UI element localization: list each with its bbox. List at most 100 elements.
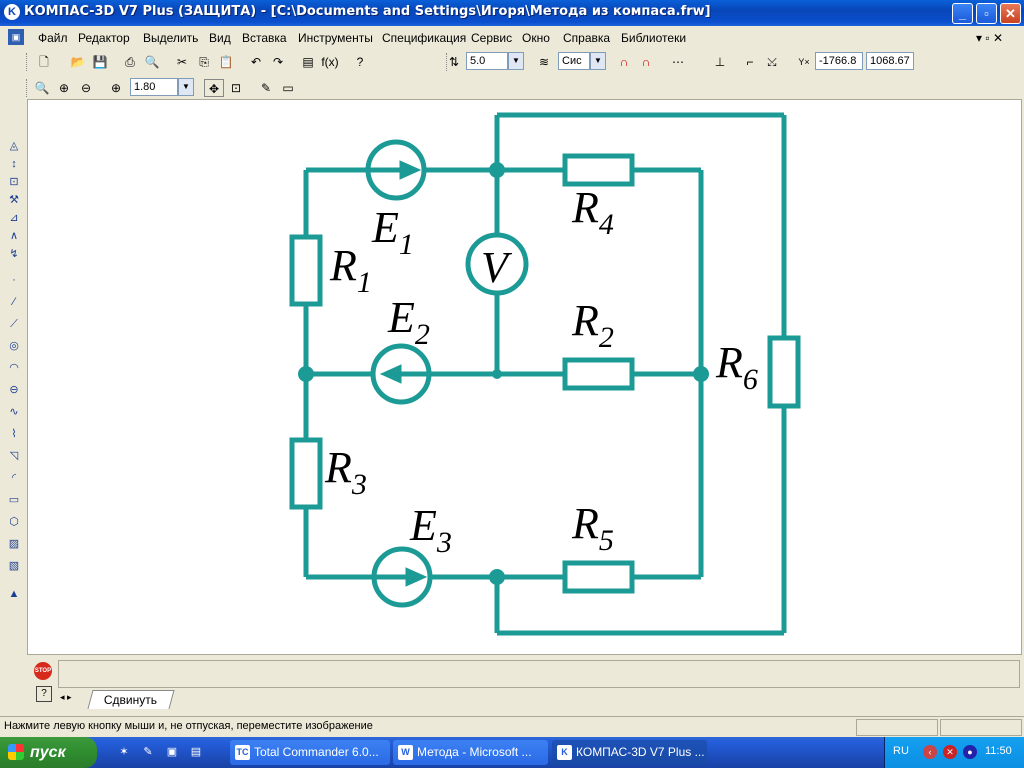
quicklaunch-desktop-icon[interactable]: ▣ — [166, 746, 178, 758]
tray-antivirus-icon[interactable]: ● — [963, 745, 977, 759]
hatch-icon[interactable]: ▨ — [8, 538, 20, 550]
task-total-commander[interactable]: TC Total Commander 6.0... — [230, 740, 390, 765]
point-icon[interactable]: · — [12, 274, 16, 286]
context-help-icon[interactable]: ? — [356, 55, 364, 69]
zoom-out-icon[interactable]: ⊖ — [80, 81, 92, 95]
dimensions-panel-icon[interactable]: ↕ — [11, 158, 17, 170]
menu-libraries[interactable]: Библиотеки — [621, 31, 687, 45]
new-file-icon[interactable]: 🗋 — [39, 55, 49, 69]
copy-icon[interactable]: ⎘ — [199, 55, 209, 69]
redraw-icon[interactable]: ✎ — [260, 81, 272, 95]
pan-icon[interactable]: ✥ — [204, 79, 224, 97]
zoom-scale-icon[interactable]: ⊕ — [110, 81, 122, 95]
paste-icon[interactable]: 📋 — [218, 55, 234, 69]
auxiliary-line-icon[interactable]: ∕ — [13, 296, 15, 308]
select-icon[interactable]: ↯ — [9, 248, 19, 260]
cut-icon[interactable]: ✂ — [176, 55, 188, 69]
ellipse-icon[interactable]: ⊖ — [9, 384, 19, 396]
segment-icon[interactable]: ⟋ — [10, 318, 18, 330]
chamfer-icon[interactable]: ◹ — [9, 450, 19, 462]
layers-icon[interactable]: ▭ — [282, 81, 294, 95]
measure-icon[interactable]: ∧ — [9, 230, 19, 242]
e3-arrow-head — [405, 567, 428, 587]
round-icon[interactable]: ⤩ — [767, 55, 777, 69]
menu-view[interactable]: Вид — [209, 31, 231, 45]
manager-icon[interactable]: ▤ — [302, 55, 314, 69]
symbols-panel-icon[interactable]: ⊡ — [9, 176, 19, 188]
line-width-field[interactable]: 5.0 — [466, 52, 508, 70]
kompas-app-icon[interactable]: K — [4, 4, 20, 20]
task-kompas[interactable]: K КОМПАС-3D V7 Plus ... — [552, 740, 707, 765]
toolbar-grip[interactable] — [446, 53, 450, 71]
toolbar-grip[interactable] — [26, 53, 30, 71]
label-e1-sub: 1 — [399, 228, 414, 261]
document-icon[interactable]: ▣ — [8, 29, 24, 45]
quicklaunch-runner-icon[interactable]: ✶ — [119, 746, 129, 758]
snap-settings-icon[interactable]: ∩ — [641, 55, 651, 69]
polyline-icon[interactable]: ⌇ — [11, 428, 17, 440]
quicklaunch-pencil-icon[interactable]: ✎ — [143, 746, 153, 758]
print-icon[interactable]: ⎙ — [125, 55, 135, 69]
show-all-icon[interactable]: ⊡ — [230, 81, 242, 95]
fill-icon[interactable]: ▧ — [8, 560, 20, 572]
circle-icon[interactable]: ◎ — [9, 340, 19, 352]
function-icon[interactable]: f(x) — [321, 55, 339, 69]
menu-specification[interactable]: Спецификация — [382, 31, 467, 45]
junction-left — [298, 366, 314, 382]
menu-editor[interactable]: Редактор — [78, 31, 130, 45]
arc-icon[interactable]: ◠ — [9, 362, 19, 374]
redo-icon[interactable]: ↷ — [272, 55, 284, 69]
ortho-icon[interactable]: ⌐ — [746, 55, 754, 69]
edit-panel-icon[interactable]: ⚒ — [9, 194, 19, 206]
style-dropdown[interactable]: ▼ — [590, 52, 606, 70]
menu-help[interactable]: Справка — [563, 31, 611, 45]
polygon-icon[interactable]: ⬡ — [9, 516, 19, 528]
coord-y-field[interactable]: 1068.67 — [866, 52, 914, 70]
zoom-field[interactable]: 1.80 — [130, 78, 178, 96]
zoom-window-icon[interactable]: 🔍 — [34, 81, 50, 95]
menu-tools[interactable]: Инструменты — [298, 31, 373, 45]
tab-pan[interactable]: Сдвинуть — [87, 690, 175, 709]
open-folder-icon[interactable]: 📂 — [70, 55, 86, 69]
save-icon[interactable]: 💾 — [92, 55, 108, 69]
local-cs-icon[interactable]: ⊥ — [714, 55, 726, 69]
drawing-canvas[interactable]: V E1 E2 E3 R1 R2 R3 R4 R5 R6 — [27, 99, 1022, 655]
close-button[interactable]: ✕ — [1000, 3, 1021, 24]
menu-service[interactable]: Сервис — [471, 31, 513, 45]
resistor-r5 — [562, 560, 635, 594]
menu-window[interactable]: Окно — [522, 31, 550, 45]
tray-close-icon[interactable]: ✕ — [943, 745, 957, 759]
geometry-panel-icon[interactable]: ◬ — [9, 140, 19, 152]
coord-x-field[interactable]: -1766.8 — [815, 52, 863, 70]
menu-select[interactable]: Выделить — [143, 31, 199, 45]
spline-icon[interactable]: ∿ — [9, 406, 19, 418]
quicklaunch-save-icon[interactable]: ▤ — [190, 746, 202, 758]
start-button[interactable]: пуск — [0, 737, 97, 768]
zoom-in-icon[interactable]: ⊕ — [58, 81, 70, 95]
help-icon[interactable]: ? — [36, 686, 52, 702]
zoom-dropdown[interactable]: ▼ — [178, 78, 194, 96]
task-word[interactable]: W Метода - Microsoft ... — [393, 740, 548, 765]
undo-icon[interactable]: ↶ — [250, 55, 262, 69]
stop-icon[interactable]: STOP — [34, 662, 52, 680]
voltmeter — [465, 232, 529, 296]
snap-magnet-icon[interactable]: ∩ — [619, 55, 629, 69]
tray-back-icon[interactable]: ‹ — [923, 745, 937, 759]
language-indicator[interactable]: RU — [893, 745, 909, 757]
rectangle-icon[interactable]: ▭ — [8, 494, 20, 506]
maximize-button[interactable]: ▫ — [976, 3, 997, 24]
toolbar-grip[interactable] — [26, 79, 30, 97]
scroll-up-icon[interactable]: ▲ — [8, 588, 20, 600]
minimize-button[interactable]: _ — [952, 3, 973, 24]
style-field[interactable]: Сис — [558, 52, 590, 70]
label-r2-main: R — [571, 296, 599, 345]
tab-scroll-arrows-icon[interactable]: ◂ ▸ — [60, 692, 72, 702]
line-width-dropdown[interactable]: ▼ — [508, 52, 524, 70]
preview-icon[interactable]: 🔍 — [144, 55, 160, 69]
mdi-window-controls[interactable]: ▾ ▫ ✕ — [976, 31, 1003, 45]
menu-file[interactable]: Файл — [38, 31, 68, 45]
grid-icon[interactable]: ⋯ — [672, 55, 684, 69]
menu-insert[interactable]: Вставка — [242, 31, 287, 45]
fillet-icon[interactable]: ◜ — [11, 472, 17, 484]
parametrization-icon[interactable]: ⊿ — [9, 212, 19, 224]
